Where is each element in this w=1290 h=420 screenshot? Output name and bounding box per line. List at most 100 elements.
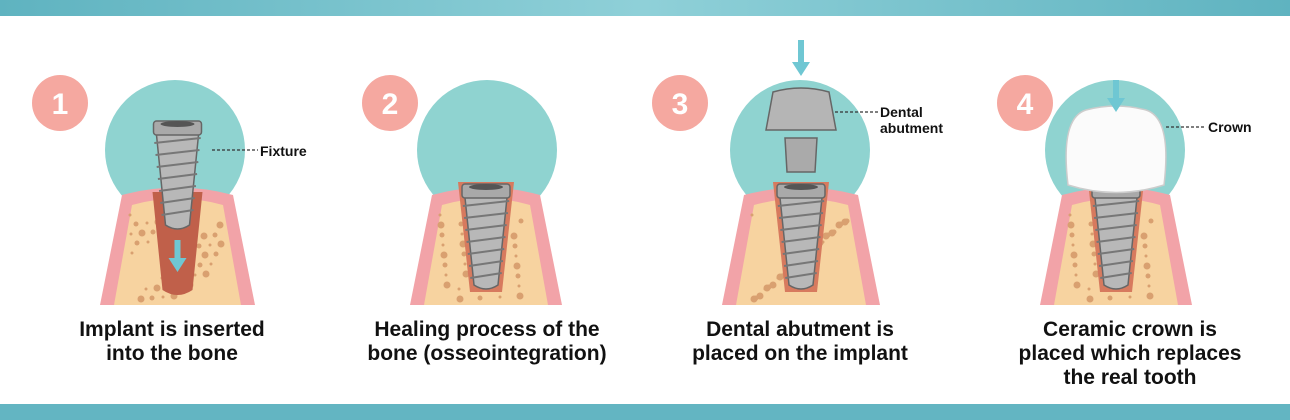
bone-pore [437, 221, 445, 229]
bone-pore [1128, 295, 1132, 299]
caption-line: Implant is inserted [79, 318, 265, 341]
caption-line: bone (osseointegration) [367, 342, 607, 365]
bone-pore [1072, 262, 1078, 268]
bone-pore [1148, 218, 1154, 224]
bone-pore [462, 270, 470, 278]
bone-pore [457, 287, 461, 291]
bone-pore [1070, 251, 1078, 259]
step-number: 3 [672, 88, 689, 121]
bone-pore [1147, 284, 1151, 288]
bone-pore [510, 232, 518, 240]
bone-pore [460, 232, 464, 236]
bone-pore [1087, 287, 1091, 291]
bone-pore [515, 273, 521, 279]
screw-thread [777, 200, 825, 207]
bone-pore [498, 295, 502, 299]
screw-thread [161, 209, 194, 216]
bone-pore [1067, 221, 1075, 229]
caption-line: Dental abutment is [706, 318, 894, 341]
screw-thread [467, 248, 505, 255]
bone-pore [137, 295, 145, 303]
bone-pore [209, 262, 213, 266]
bone-pore [442, 262, 448, 268]
bone-pore [1107, 295, 1113, 301]
screw-thread [465, 224, 507, 231]
crown-label: Crown [1208, 119, 1252, 135]
bone-pore [1086, 295, 1094, 303]
bone-pore [130, 251, 134, 255]
screw-thread [157, 173, 198, 180]
bone-pore [443, 281, 451, 289]
step-badge [32, 75, 88, 131]
step-4-figure: 4 [997, 75, 1192, 305]
bone-pore [1143, 262, 1151, 270]
step-1-figure: 1 [32, 75, 255, 305]
screw-thread [1096, 236, 1136, 243]
down-arrow-icon [792, 40, 810, 76]
bone-pore [128, 213, 132, 217]
bone-pore [514, 254, 518, 258]
implant-hole [784, 184, 818, 190]
bone-pore [1068, 213, 1072, 217]
screw-thread [1095, 224, 1137, 231]
bone-pore [441, 243, 445, 247]
screw-thread [466, 236, 506, 243]
bone-pore [440, 251, 448, 259]
bone-pore [1088, 221, 1094, 227]
caption-line: Ceramic crown is [1043, 318, 1217, 341]
screw-thread [470, 272, 502, 279]
bone-pore [750, 213, 754, 217]
step-number: 1 [52, 88, 69, 121]
bone-pore [769, 281, 777, 289]
screw-thread [156, 161, 199, 168]
screw-thread [463, 212, 509, 219]
bone-pore [1073, 281, 1081, 289]
bone-pore [461, 251, 467, 257]
bone-pore [212, 232, 218, 238]
bone-pore [456, 295, 464, 303]
bone-pore [517, 284, 521, 288]
bone-pore [756, 292, 764, 300]
bone-pore [133, 221, 139, 227]
bone-pore [193, 273, 197, 277]
bone-pore [161, 295, 165, 299]
bone-pore [1146, 292, 1154, 300]
bone-pore [196, 243, 202, 249]
screw-thread [1100, 272, 1132, 279]
abutment-post [784, 137, 818, 173]
label-line: abutment [880, 120, 943, 136]
screw-thread [1097, 248, 1135, 255]
bone-pore [1145, 273, 1151, 279]
step-number: 2 [382, 88, 399, 121]
implant-hole [160, 121, 195, 127]
screw-thread [154, 137, 201, 144]
screw-thread [782, 248, 820, 255]
screw-thread [780, 224, 822, 231]
bone-pore [513, 262, 521, 270]
bone-pore [201, 251, 209, 259]
bone-pore [458, 221, 464, 227]
bone-pore [1074, 273, 1078, 277]
bone-pore [200, 232, 208, 240]
implant-hole [469, 184, 503, 190]
bone-pore [1092, 270, 1100, 278]
bone-pore [1142, 243, 1148, 249]
ceramic-crown [1065, 105, 1167, 194]
bone-pore [150, 229, 156, 235]
screw-thread [1092, 200, 1140, 207]
bone-pore [444, 273, 448, 277]
screw-thread [158, 185, 197, 192]
bone-pore [145, 221, 149, 225]
screw-thread [781, 236, 821, 243]
abutment-top [765, 87, 837, 131]
caption-line: the real tooth [1063, 366, 1197, 389]
bone-pore [518, 218, 524, 224]
bone-pore [477, 295, 483, 301]
bone-pore [463, 262, 467, 266]
screw-thread [468, 260, 504, 267]
